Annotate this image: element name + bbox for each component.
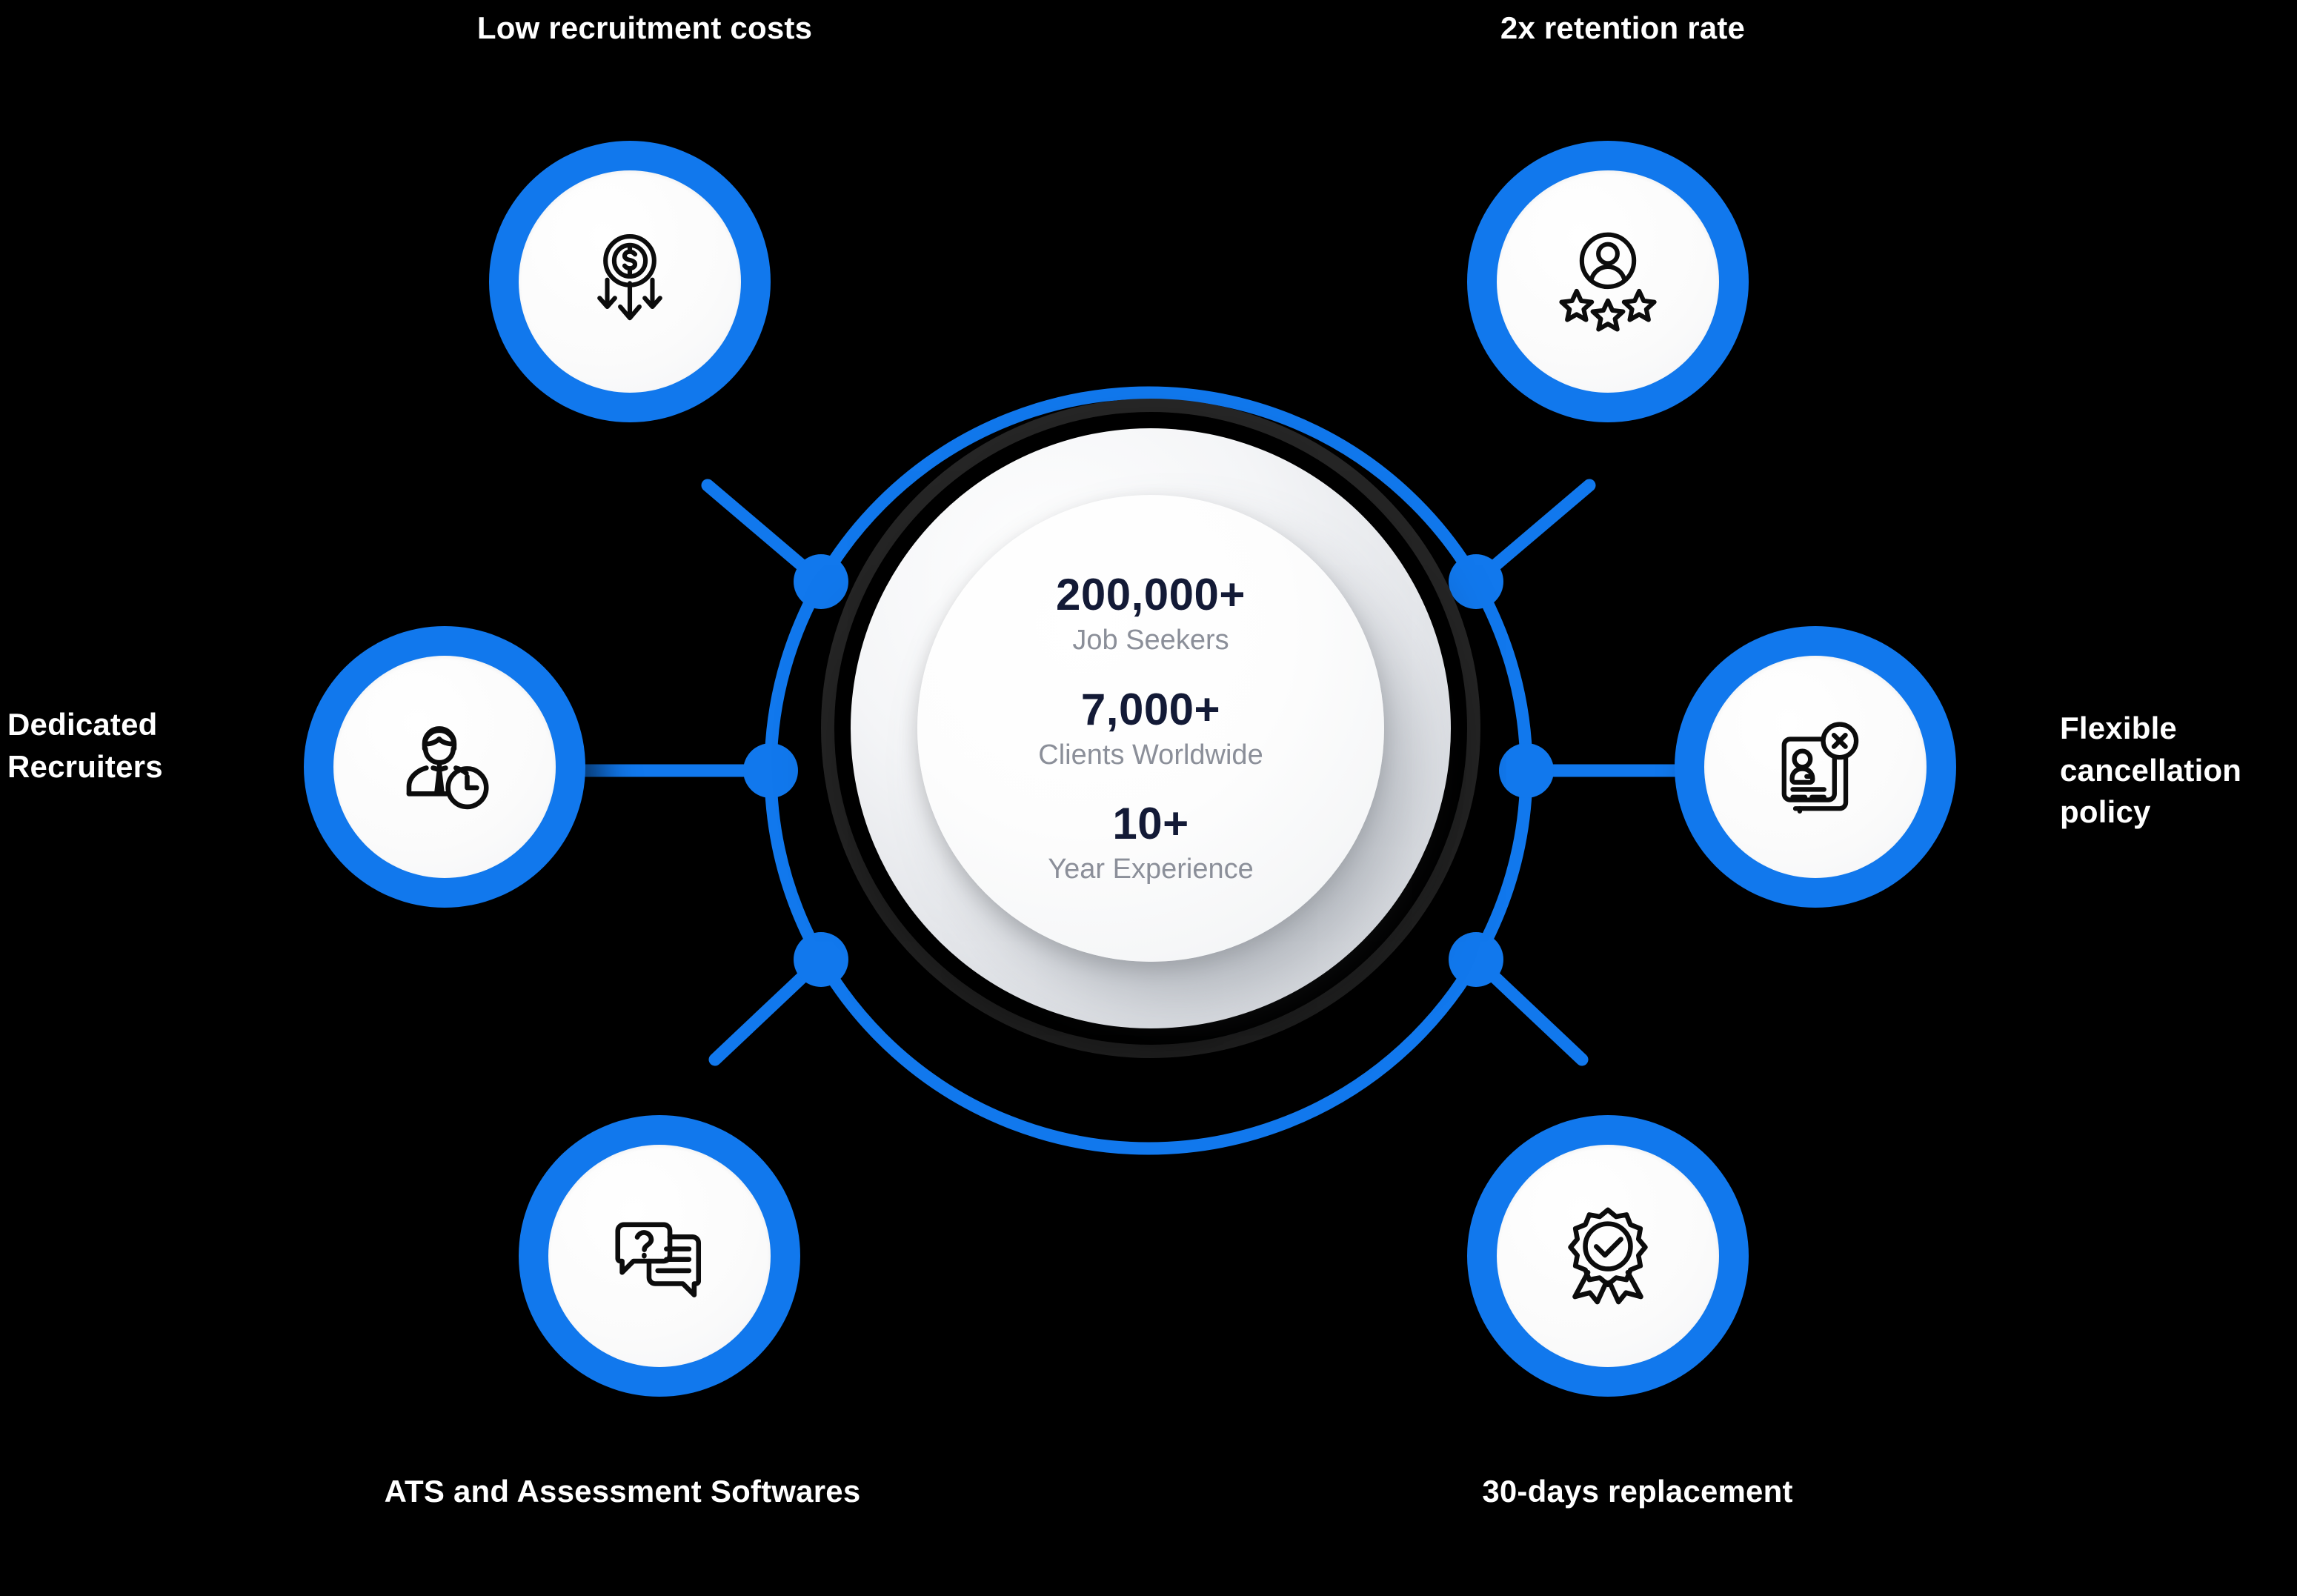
node-icon-well: [519, 170, 741, 393]
node-label-low-recruitment-costs: Low recruitment costs: [476, 10, 813, 45]
node-label-replacement-guarantee: 30-days replacement: [1482, 1474, 1793, 1509]
node-replacement-guarantee[interactable]: [1467, 1115, 1749, 1397]
node-icon-well: [1704, 656, 1927, 878]
node-ats-assessment[interactable]: [519, 1115, 800, 1397]
node-flexible-cancellation[interactable]: [1675, 626, 1956, 908]
node-icon-well: [333, 656, 556, 878]
user-stars-rating-icon: [1559, 232, 1657, 332]
node-low-recruitment-costs[interactable]: [489, 141, 771, 422]
stat-label: Year Experience: [1048, 854, 1254, 885]
node-icon-well: [1497, 170, 1719, 393]
stat-label: Clients Worldwide: [1038, 739, 1263, 771]
node-label-ats-assessment: ATS and Assessment Softwares: [384, 1474, 861, 1509]
chat-question-icon: [615, 1222, 702, 1298]
stat-label: Job Seekers: [1072, 624, 1229, 656]
stat-value: 7,000+: [1080, 684, 1221, 734]
node-dedicated-recruiters[interactable]: [304, 626, 585, 908]
badge-check-icon: [1568, 1207, 1648, 1305]
recruiter-clock-icon: [406, 726, 489, 810]
stat-job-seekers: 200,000+ Job Seekers: [1056, 571, 1246, 656]
stat-year-experience: 10+ Year Experience: [1048, 800, 1253, 885]
node-icon-well: [1497, 1145, 1719, 1367]
stat-clients-worldwide: 7,000+ Clients Worldwide: [1038, 686, 1263, 771]
money-decrease-icon: [597, 234, 662, 321]
stat-value: 10+: [1112, 799, 1189, 849]
stat-value: 200,000+: [1056, 569, 1246, 619]
node-icon-well: [548, 1145, 771, 1367]
resume-cancel-icon: [1781, 722, 1859, 814]
stats-disc: 200,000+ Job Seekers 7,000+ Clients Worl…: [917, 495, 1384, 962]
center-stats-cluster: 200,000+ Job Seekers 7,000+ Clients Worl…: [815, 356, 1482, 1171]
node-label-retention-rate: 2x retention rate: [1500, 10, 1746, 45]
node-label-dedicated-recruiters: Dedicated Recruiters: [7, 707, 163, 784]
node-label-flexible-cancellation: Flexible cancellation policy: [2060, 711, 2242, 830]
node-retention-rate[interactable]: [1467, 141, 1749, 422]
